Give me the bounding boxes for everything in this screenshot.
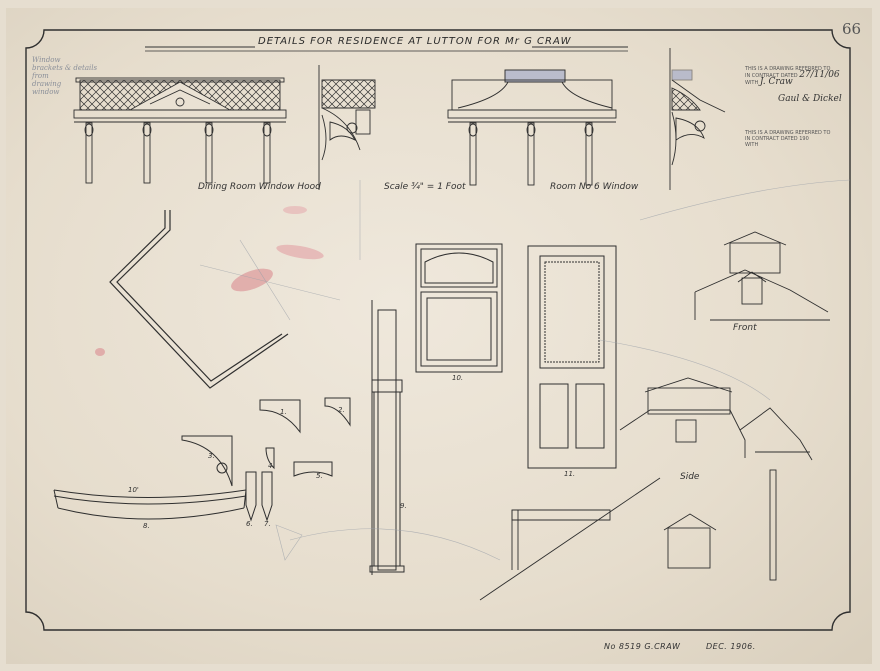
red-stain-marks <box>95 206 324 356</box>
detail-number-8: 8. <box>143 522 150 530</box>
pencil-construction-lines <box>199 179 851 561</box>
front-elevation <box>694 231 830 321</box>
contract-stamp-2: THIS IS A DRAWING REFERRED TO IN CONTRAC… <box>745 130 831 148</box>
drawing-title: DETAILS FOR RESIDENCE AT LUTTON FOR Mr G… <box>258 36 572 47</box>
bay-plan <box>109 210 289 389</box>
detail-number-1: 1. <box>280 408 287 416</box>
drawing-date: DEC. 1906. <box>706 642 756 651</box>
scale-label: Scale ¾" = 1 Foot <box>384 182 466 192</box>
detail-number-3: 3. <box>208 452 215 460</box>
dining-room-window-hood <box>73 77 287 184</box>
curved-sill-8 <box>53 489 247 520</box>
bracket-details <box>181 397 351 522</box>
contract-stamp-1: THIS IS A DRAWING REFERRED TO IN CONTRAC… <box>745 66 840 87</box>
dining-hood-section <box>318 65 376 190</box>
paper-background <box>6 8 872 664</box>
caption-room-6-window: Room No 6 Window <box>550 182 639 192</box>
detail-number-4: 4. <box>268 462 275 470</box>
border-frame <box>25 29 851 631</box>
caption-side: Side <box>680 472 700 482</box>
column-9 <box>369 300 405 575</box>
detail-number-10: 10. <box>452 374 464 382</box>
room-6-section <box>669 48 726 190</box>
contract-signature-2: Gaul & Dickel <box>778 94 842 104</box>
detail-number-9: 9. <box>400 502 407 510</box>
detail-number-6: 6. <box>246 520 253 528</box>
sheet-number: 66 <box>842 20 862 38</box>
pencil-note-left: Window brackets & details from drawing w… <box>32 56 98 96</box>
detail-number-11: 11. <box>564 470 576 478</box>
detail-number-2: 2. <box>338 406 345 414</box>
side-elevation <box>479 377 813 601</box>
dimension-10ft: 10' <box>128 486 139 494</box>
caption-dining-hood: Dining Room Window Hood <box>198 182 321 192</box>
detail-number-5: 5. <box>316 472 323 480</box>
detail-number-7: 7. <box>264 520 271 528</box>
door-11 <box>527 245 617 469</box>
window-10 <box>415 243 503 373</box>
room-6-window <box>447 69 617 186</box>
caption-front: Front <box>733 323 757 333</box>
drawing-number: No 8519 G.CRAW <box>604 642 681 651</box>
